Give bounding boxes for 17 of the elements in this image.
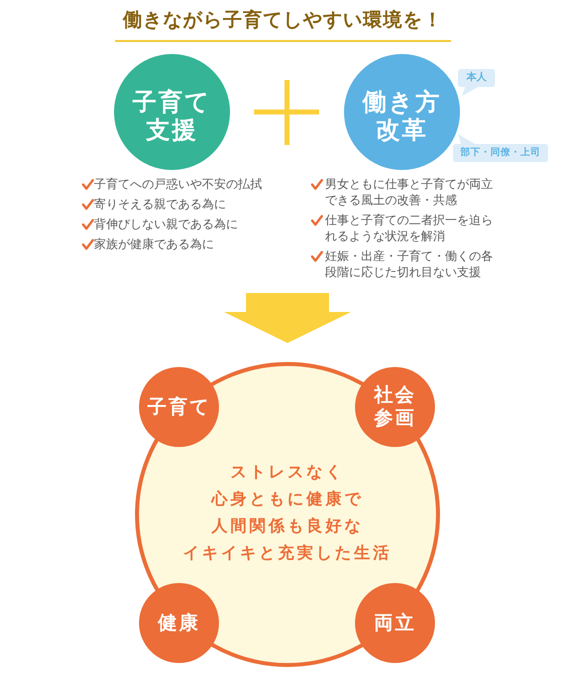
aspect-circle: 健康 — [139, 583, 219, 663]
speech-bubble: 本人 — [458, 69, 495, 96]
checklist-item: 子育てへの戸惑いや不安の払拭 — [94, 176, 263, 192]
aspect-circle: 子育て — [139, 367, 219, 447]
topic-circle: 子育て支援 — [114, 54, 230, 170]
title: 働きながら子育てしやすい環境を！ — [122, 8, 444, 33]
checklist-item: 寄りそえる親である為に — [94, 196, 227, 212]
aspect-circle: 両立 — [355, 583, 435, 663]
arrow — [224, 293, 351, 343]
speech-bubble: 部下・同僚・上司 — [453, 134, 548, 162]
checklist-item: 男女ともに仕事と子育てが両立できる風土の改善・共感 — [325, 176, 494, 208]
topic-circle: 働き方改革 — [344, 54, 460, 170]
checklist-item: 妊娠・出産・子育て・働くの各段階に応じた切れ目ない支援 — [325, 248, 494, 280]
checklist-item: 仕事と子育ての二者択一を迫られるような状況を解消 — [325, 212, 494, 244]
checklist-item: 家族が健康である為に — [94, 236, 215, 252]
checklist-item: 背伸びしない親である為に — [94, 216, 239, 232]
aspect-circle: 社会参画 — [355, 367, 435, 447]
